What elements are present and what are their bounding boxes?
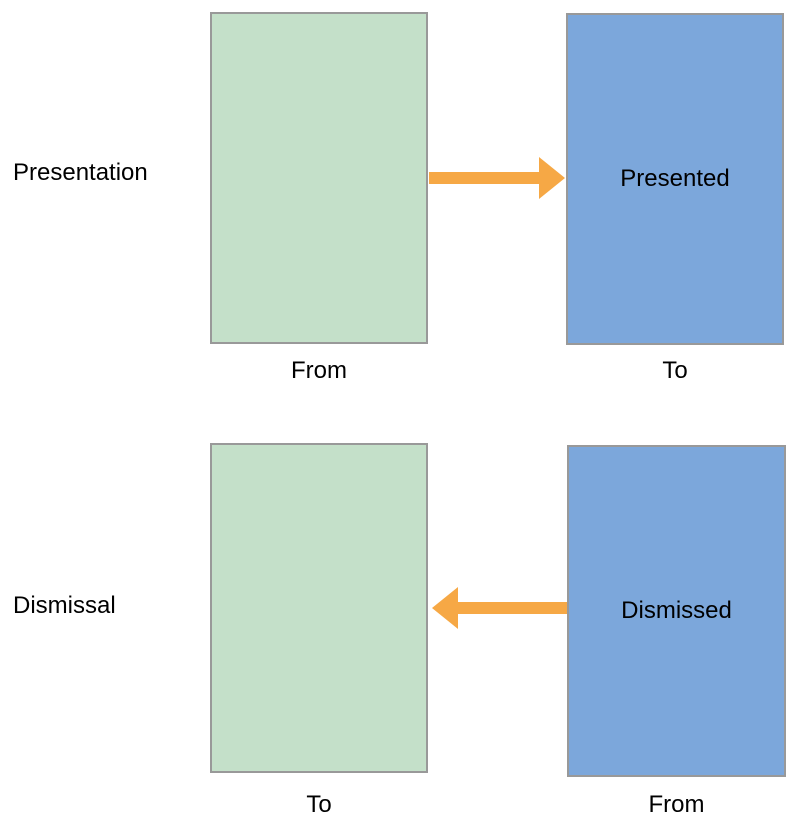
- presentation-from-caption: From: [291, 357, 347, 384]
- arrow-left-icon: [432, 587, 568, 629]
- dismissal-from-box-text: Dismissed: [621, 597, 732, 624]
- dismissal-row-label: Dismissal: [13, 592, 116, 619]
- dismissal-to-box: [210, 443, 428, 773]
- presentation-to-box: Presented: [566, 13, 784, 345]
- dismissal-from-caption: From: [648, 791, 705, 818]
- presentation-from-box: [210, 12, 428, 344]
- dismissal-to-caption: To: [306, 791, 332, 818]
- dismissal-from-box: Dismissed: [567, 445, 786, 777]
- presentation-to-box-text: Presented: [620, 165, 730, 192]
- arrow-right-icon: [429, 157, 565, 199]
- presentation-to-caption: To: [662, 357, 688, 384]
- presentation-row-label: Presentation: [13, 159, 148, 186]
